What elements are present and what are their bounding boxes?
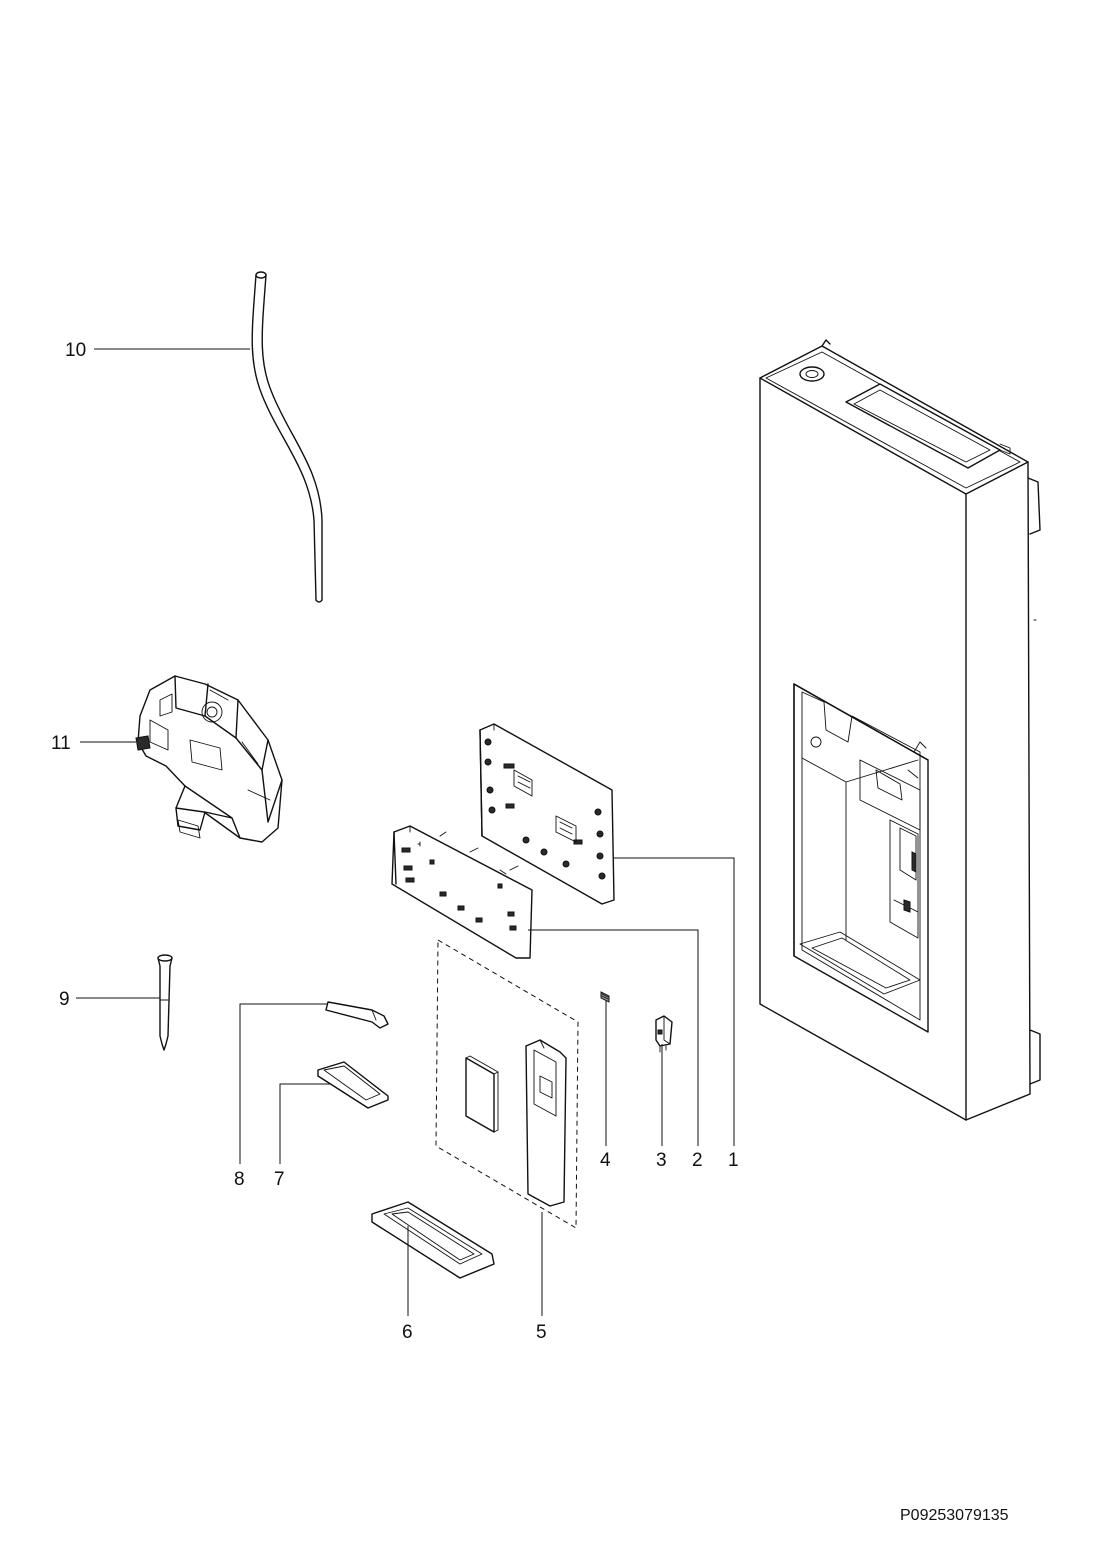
part-10-water-tube	[251, 271, 323, 603]
part-9-tool	[157, 954, 173, 1051]
leader-7	[279, 1083, 330, 1164]
callout-labels: 10 11 9 8 7 6 5 4 3 2 1	[51, 340, 739, 1343]
part-1-control-board-rear	[479, 723, 615, 905]
callout-3: 3	[656, 1150, 667, 1171]
part-7-drip-tray-small	[317, 1061, 389, 1109]
callout-1: 1	[728, 1150, 739, 1171]
callout-5: 5	[536, 1322, 547, 1343]
leader-1	[614, 857, 735, 1146]
part-8-lever	[325, 1001, 389, 1029]
document-code: P09253079135	[900, 1507, 1009, 1524]
leader-8	[239, 1003, 328, 1164]
leader-lines	[76, 348, 735, 1316]
part-5-display-window	[465, 1055, 499, 1133]
part-6-drip-tray-grille	[371, 1201, 495, 1279]
callout-4: 4	[600, 1150, 611, 1171]
leader-2	[528, 929, 699, 1146]
part-11-dispenser-flap-assembly	[135, 675, 283, 843]
callout-9: 9	[59, 989, 70, 1010]
callout-7: 7	[274, 1169, 285, 1190]
dispenser-door-housing	[759, 339, 1041, 1121]
callout-2: 2	[692, 1150, 703, 1171]
part-5-group-box	[435, 939, 579, 1229]
part-3-microswitch	[655, 1015, 673, 1053]
callout-6: 6	[402, 1322, 413, 1343]
part-2-control-panel-front	[391, 825, 533, 959]
callout-10: 10	[65, 340, 86, 361]
callout-11: 11	[51, 733, 71, 754]
callout-8: 8	[234, 1169, 245, 1190]
part-5-display-cover	[525, 1039, 567, 1207]
part-4-spring	[600, 991, 610, 1003]
